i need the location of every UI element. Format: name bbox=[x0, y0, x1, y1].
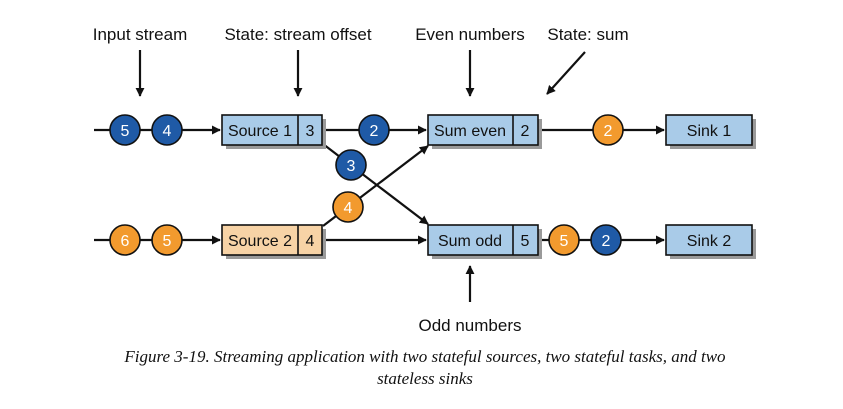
sink-2-name: Sink 2 bbox=[687, 233, 732, 250]
token-source1-to-even-2: 2 bbox=[358, 114, 390, 146]
label-even-numbers: Even numbers bbox=[415, 25, 525, 44]
svg-text:4: 4 bbox=[344, 200, 353, 217]
arrow-state-sum bbox=[546, 51, 586, 95]
token-even-to-sink1-2: 2 bbox=[592, 114, 624, 146]
sum-odd-name: Sum odd bbox=[438, 233, 502, 250]
token-source1-to-odd-3: 3 bbox=[335, 149, 367, 181]
svg-text:3: 3 bbox=[347, 158, 356, 175]
node-sum-even: Sum even 2 bbox=[427, 114, 542, 149]
token-input1-4: 4 bbox=[151, 114, 183, 146]
sum-even-state: 2 bbox=[521, 123, 530, 140]
source-2-name: Source 2 bbox=[228, 233, 292, 250]
label-input-stream: Input stream bbox=[93, 25, 188, 44]
node-sum-odd: Sum odd 5 bbox=[427, 224, 542, 259]
svg-text:5: 5 bbox=[163, 233, 172, 250]
token-input2-5: 5 bbox=[151, 224, 183, 256]
svg-text:2: 2 bbox=[604, 123, 613, 140]
caption-line-1: Figure 3-19. Streaming application with … bbox=[124, 347, 726, 366]
svg-text:2: 2 bbox=[602, 233, 611, 250]
node-source-1: Source 1 3 bbox=[221, 114, 326, 149]
svg-text:2: 2 bbox=[370, 123, 379, 140]
svg-text:5: 5 bbox=[121, 123, 130, 140]
token-odd-to-sink2-5: 5 bbox=[548, 224, 580, 256]
source-1-state: 3 bbox=[306, 123, 315, 140]
label-state-stream-offset: State: stream offset bbox=[224, 25, 371, 44]
node-source-2: Source 2 4 bbox=[221, 224, 326, 259]
sum-even-name: Sum even bbox=[434, 123, 506, 140]
label-state-sum: State: sum bbox=[547, 25, 628, 44]
sink-1-name: Sink 1 bbox=[687, 123, 732, 140]
svg-text:5: 5 bbox=[560, 233, 569, 250]
caption-line-2: stateless sinks bbox=[377, 369, 473, 388]
sum-odd-state: 5 bbox=[521, 233, 530, 250]
token-input2-6: 6 bbox=[109, 224, 141, 256]
figure-caption: Figure 3-19. Streaming application with … bbox=[60, 346, 790, 390]
source-2-state: 4 bbox=[306, 233, 315, 250]
token-source2-to-even-4: 4 bbox=[332, 191, 364, 223]
source-1-name: Source 1 bbox=[228, 123, 292, 140]
svg-text:6: 6 bbox=[121, 233, 130, 250]
token-input1-5: 5 bbox=[109, 114, 141, 146]
node-sink-2: Sink 2 bbox=[665, 224, 756, 259]
svg-text:4: 4 bbox=[163, 123, 172, 140]
node-sink-1: Sink 1 bbox=[665, 114, 756, 149]
token-odd-to-sink2-2: 2 bbox=[590, 224, 622, 256]
label-odd-numbers: Odd numbers bbox=[419, 316, 522, 335]
